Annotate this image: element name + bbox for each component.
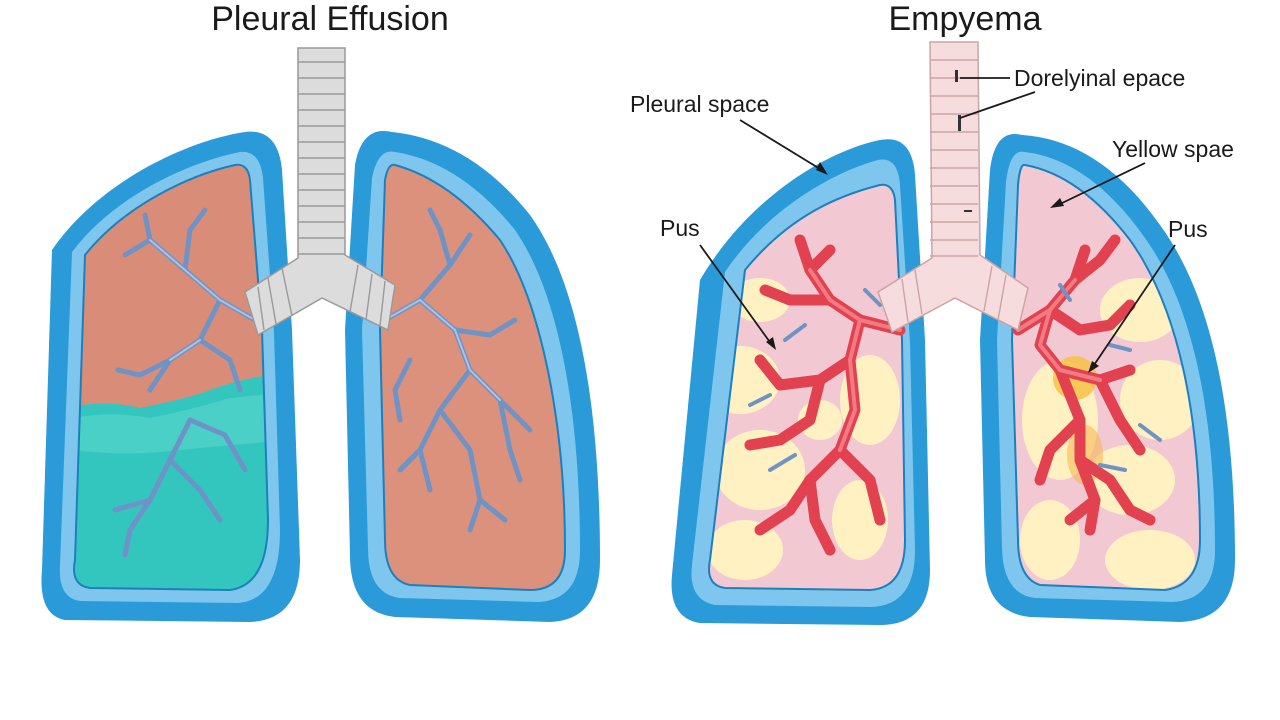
leader-pus-left <box>699 244 773 346</box>
label-dorsal-space: Dorelyinal epace <box>1014 65 1185 91</box>
empyema-title: Empyema <box>888 0 1041 38</box>
label-pleural-space: Pleural space <box>630 91 769 117</box>
arrowhead <box>1088 361 1099 373</box>
leader-pus-right <box>1091 244 1176 369</box>
marker <box>955 70 958 82</box>
effusion-trachea <box>244 47 396 337</box>
pus-collection <box>1020 500 1080 580</box>
trachea-tube <box>244 47 396 337</box>
left-lung-inner-outline <box>73 163 270 592</box>
right-lung-bronchial-tree <box>382 207 533 533</box>
leader-yellow-space <box>1057 162 1146 206</box>
pleural-effusion-title: Pleural Effusion <box>211 0 449 38</box>
pus-collection <box>1105 530 1195 590</box>
arrowhead <box>816 162 828 175</box>
effusion-fluid-highlight <box>74 392 268 454</box>
leader-pleural-space <box>739 119 826 173</box>
effusion-left-lung <box>41 131 300 623</box>
marker <box>958 115 961 131</box>
trachea-markers <box>955 70 972 212</box>
empyema-left-inner-outline <box>708 183 907 592</box>
trachea-rings <box>257 61 386 331</box>
effusion-right-lung <box>345 130 600 622</box>
arrowhead <box>766 337 776 350</box>
empyema-right-inner-outline <box>1010 163 1202 592</box>
label-yellow-space: Yellow spae <box>1112 136 1234 162</box>
leader-lines <box>699 77 1176 373</box>
marker <box>964 210 972 212</box>
pus-collection <box>1085 445 1175 515</box>
left-lung-bronchial-tree <box>112 207 258 558</box>
empyema-left-vessels <box>744 234 906 556</box>
pus-collection <box>715 430 805 510</box>
empyema-right-vessels <box>1012 234 1162 536</box>
empyema-left-lung <box>671 139 930 625</box>
pus-collection <box>1120 360 1200 440</box>
trachea-tube <box>877 41 1029 334</box>
arrowhead <box>1050 198 1064 208</box>
leader-dorsal-space-2 <box>959 91 1036 119</box>
label-pus-left: Pus <box>660 215 700 241</box>
label-pus-right: Pus <box>1168 216 1208 242</box>
empyema-right-lung <box>980 134 1235 622</box>
pus-collection <box>709 520 783 580</box>
right-lung-inner-outline <box>378 163 567 592</box>
